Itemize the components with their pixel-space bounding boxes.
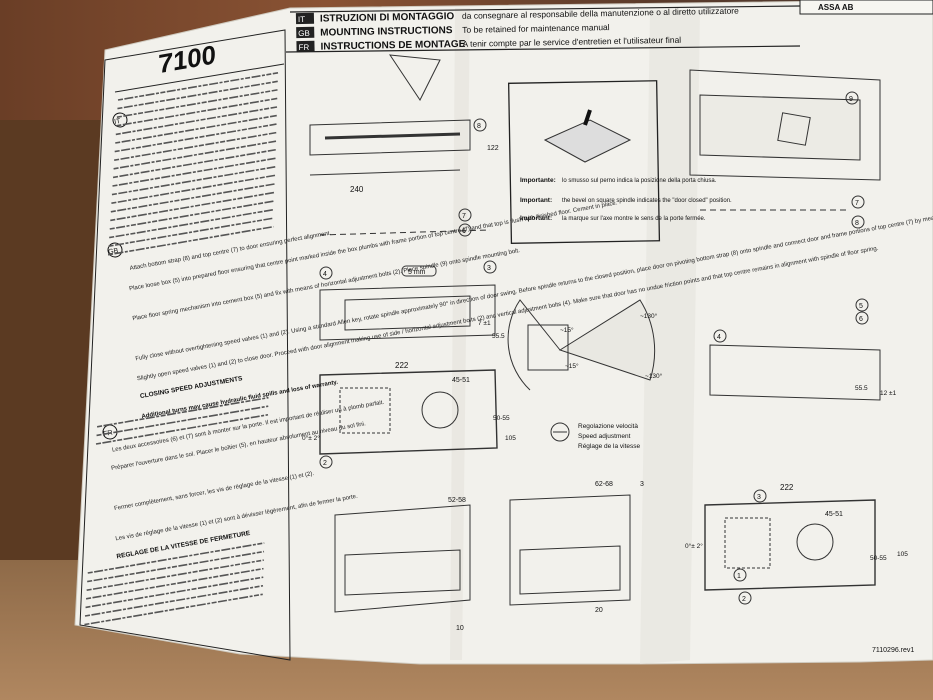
lang-badge-it: IT xyxy=(114,118,122,126)
text-line xyxy=(110,191,275,222)
dim-122: 122 xyxy=(487,145,499,152)
part-4-mid: 4 xyxy=(323,271,327,278)
angle-15-top: ~15° xyxy=(560,326,574,334)
brand-fragment: ASSA AB xyxy=(818,3,854,12)
part-3-right: 3 xyxy=(757,494,761,501)
dim-240: 240 xyxy=(350,185,364,194)
header-badge-gb: GB xyxy=(298,29,310,38)
text-line xyxy=(95,413,269,445)
dim-0-2-right: 0°± 2° xyxy=(685,542,703,550)
document-code: 7110296.rev1 xyxy=(872,647,914,654)
text-line xyxy=(109,208,275,239)
dim-222: 222 xyxy=(395,361,409,370)
text-line xyxy=(115,106,278,136)
important-fr-label: Important: xyxy=(520,215,552,222)
text-line xyxy=(112,157,276,187)
dim-45-51-right: 45-51 xyxy=(825,511,843,518)
header-title-it: ISTRUZIONI DI MONTAGGIO xyxy=(320,11,455,25)
part-3-mid: 3 xyxy=(487,265,491,272)
right-diagram-column: 9 7 8 4 5 6 55.5 12 ±1 222 45-51 50-55 1… xyxy=(685,69,908,605)
text-line xyxy=(114,131,277,161)
part-1-right: 1 xyxy=(737,573,741,580)
text-line xyxy=(96,396,269,428)
lang-badge-gb: GB xyxy=(108,247,120,256)
text-line xyxy=(87,542,265,574)
part-6-right: 6 xyxy=(859,316,863,323)
angle-130-bottom: ~130° xyxy=(645,372,663,380)
header-badge-fr: FR xyxy=(298,43,309,52)
importante-label: Importante: xyxy=(520,177,556,184)
dim-10: 10 xyxy=(456,625,464,632)
text-line xyxy=(85,567,264,600)
dim-20: 20 xyxy=(595,607,603,614)
header-note-gb: To be retained for maintenance manual xyxy=(462,22,610,35)
speed-adjust-it: Regolazione velocità xyxy=(578,423,638,430)
header-badge-it: IT xyxy=(298,15,305,24)
dim-7: 7 ±1 xyxy=(478,320,491,327)
text-line xyxy=(109,200,275,230)
part-7-right: 7 xyxy=(855,200,859,207)
paper-fold-shade-2 xyxy=(450,8,470,660)
swing-angle-diagram: ~130° ~130° ~15° ~15° Regolazione veloci… xyxy=(507,299,663,614)
text-line xyxy=(111,174,276,204)
dim-52-58: 52-58 xyxy=(448,497,466,504)
important-label: Important: xyxy=(520,197,552,204)
part-2-right: 2 xyxy=(742,596,746,603)
text-line xyxy=(110,183,275,213)
paper-fold-shade xyxy=(640,10,700,664)
part-5-right: 5 xyxy=(859,303,863,310)
part-8-right: 8 xyxy=(855,220,859,227)
text-line xyxy=(116,97,278,127)
header-title-fr: INSTRUCTIONS DE MONTAGE xyxy=(320,39,465,53)
dim-55: 55.5 xyxy=(492,333,505,340)
text-lines xyxy=(84,72,279,626)
text-line xyxy=(114,123,277,153)
dim-0-2: 0°± 2° xyxy=(302,434,320,442)
part-6-mid: 6 xyxy=(462,228,466,235)
dim-50-55: 50-55 xyxy=(493,415,510,422)
text-line xyxy=(108,217,274,247)
dim-3: 3 xyxy=(640,481,644,488)
dim-105-right: 105 xyxy=(897,551,908,558)
angle-130-top: ~130° xyxy=(640,312,658,320)
importante-text: lo smusso sul perno indica la posizione … xyxy=(562,178,717,184)
header-note-fr: A tenir compte par le service d'entretie… xyxy=(462,35,681,49)
text-line xyxy=(112,148,276,179)
paper-sheet xyxy=(74,0,933,665)
text-line xyxy=(84,593,263,626)
speed-adjust-gb: Speed adjustment xyxy=(578,433,631,440)
text-line xyxy=(87,550,265,583)
part-4-right: 4 xyxy=(717,334,721,341)
header-block: IT ISTRUZIONI DI MONTAGGIO da consegnare… xyxy=(285,0,933,53)
header-title-gb: MOUNTING INSTRUCTIONS xyxy=(320,25,453,39)
part-7-mid: 7 xyxy=(462,213,466,220)
text-line xyxy=(86,559,264,591)
speed-adjust-fr: Réglage de la vitesse xyxy=(578,443,641,450)
part-2-mid: 2 xyxy=(323,460,327,467)
text-line xyxy=(111,166,276,196)
dim-5mm: 5 mm xyxy=(408,269,426,276)
dim-50-55-right: 50-55 xyxy=(870,555,887,562)
text-line xyxy=(113,140,277,170)
text-line xyxy=(115,114,277,144)
dim-62-68: 62-68 xyxy=(595,481,613,488)
text-line xyxy=(107,225,274,256)
dim-222-right: 222 xyxy=(780,483,794,492)
part-9-right: 9 xyxy=(849,96,853,103)
dim-45-51: 45-51 xyxy=(452,377,470,384)
dim-12-right: 12 ±1 xyxy=(880,390,897,397)
text-line xyxy=(85,576,264,609)
important-callout-box: Importante: lo smusso sul perno indica l… xyxy=(507,80,732,244)
text-line xyxy=(116,89,278,118)
part-8-top: 8 xyxy=(477,123,481,130)
angle-15-bottom: ~15° xyxy=(565,362,579,370)
dim-55-right: 55.5 xyxy=(855,385,868,392)
middle-diagram-column: 8 240 122 7 6 5 mm 4 3 7 ±1 55.5 222 45-… xyxy=(302,54,516,632)
text-line xyxy=(96,405,269,437)
important-text: the bevel on square spindle indicates th… xyxy=(562,198,732,204)
dim-105: 105 xyxy=(505,435,516,442)
text-line xyxy=(84,584,264,617)
important-fr-text: la marque sur l'axe montre le sens de la… xyxy=(562,216,706,222)
